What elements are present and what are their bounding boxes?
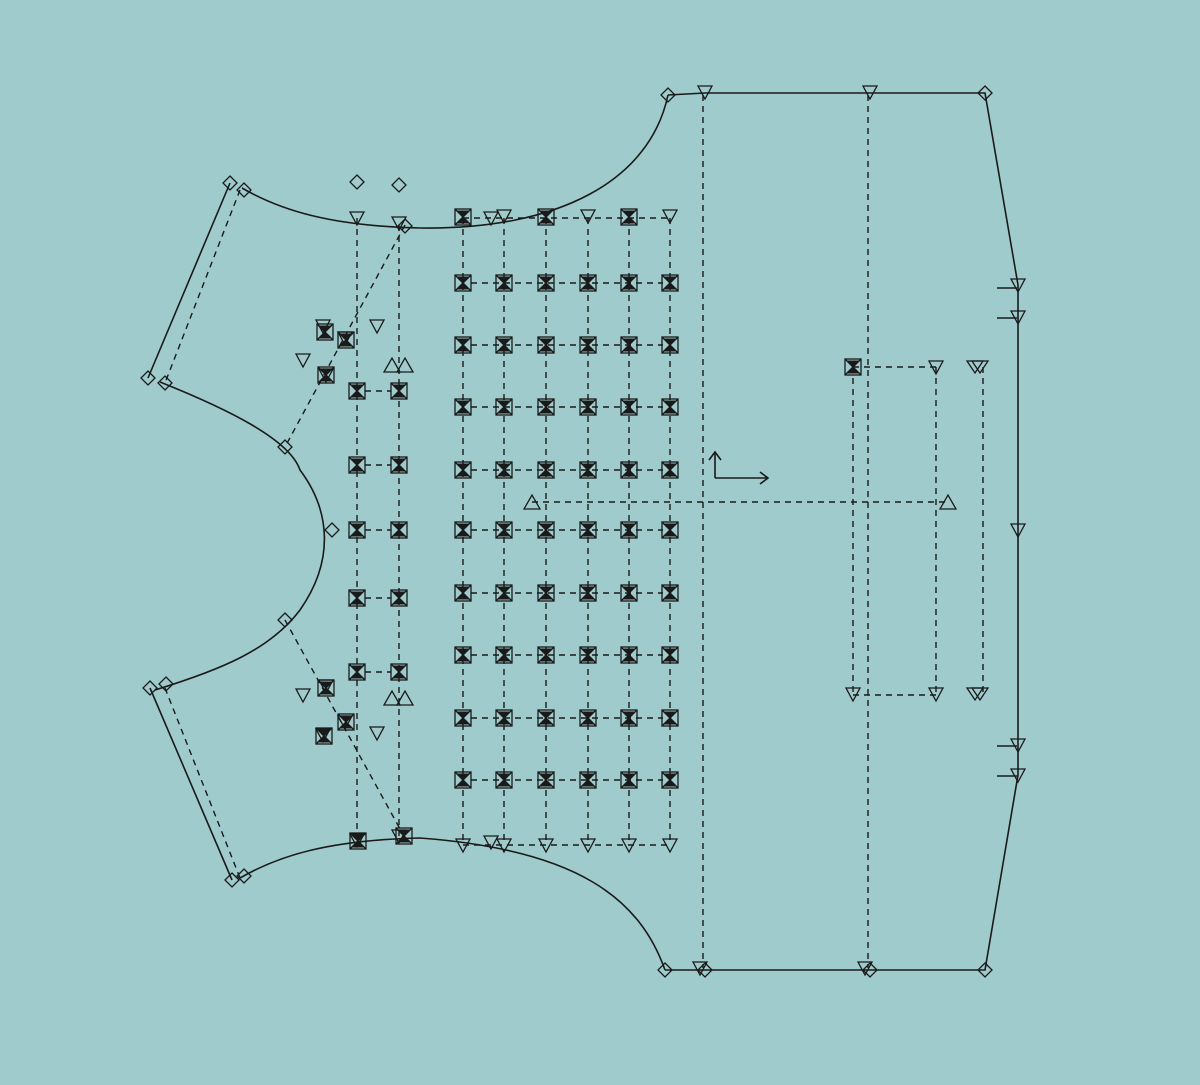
drill-hole[interactable] (454, 398, 472, 416)
drill-hole[interactable] (661, 709, 679, 727)
corner-point[interactable] (349, 174, 365, 190)
drill-hole[interactable] (454, 336, 472, 354)
drill-hole[interactable] (348, 456, 366, 474)
drill-hole[interactable] (454, 584, 472, 602)
corner-point[interactable] (324, 522, 340, 538)
drill-hole[interactable] (454, 208, 472, 226)
notch[interactable] (966, 687, 989, 701)
drill-hole[interactable] (661, 646, 679, 664)
drill-hole[interactable] (454, 771, 472, 789)
drill-hole[interactable] (390, 456, 408, 474)
drill-hole[interactable] (454, 274, 472, 292)
drill-hole[interactable] (454, 709, 472, 727)
drill-hole[interactable] (620, 771, 638, 789)
drill-hole[interactable] (620, 584, 638, 602)
drill-hole[interactable] (661, 274, 679, 292)
drill-hole[interactable] (348, 589, 366, 607)
drill-hole[interactable] (661, 461, 679, 479)
drill-hole[interactable] (620, 461, 638, 479)
notch[interactable] (966, 360, 989, 374)
drill-hole[interactable] (537, 208, 555, 226)
drill-hole[interactable] (348, 382, 366, 400)
drill-hole[interactable] (316, 323, 334, 341)
drill-hole[interactable] (620, 274, 638, 292)
point-markers (140, 85, 1026, 978)
notch[interactable] (369, 319, 385, 334)
drill-hole[interactable] (317, 679, 335, 697)
construction-lines (164, 95, 984, 968)
drill-hole[interactable] (620, 208, 638, 226)
drill-hole[interactable] (390, 589, 408, 607)
notch[interactable] (295, 353, 311, 368)
drill-hole[interactable] (390, 382, 408, 400)
axis-indicator (708, 450, 770, 485)
drill-hole[interactable] (620, 709, 638, 727)
drill-hole[interactable] (661, 584, 679, 602)
corner-point[interactable] (391, 177, 407, 193)
drill-hole[interactable] (390, 663, 408, 681)
drill-hole[interactable] (454, 646, 472, 664)
corner-point[interactable] (157, 375, 173, 391)
drill-hole[interactable] (315, 727, 333, 745)
drill-hole[interactable] (337, 331, 355, 349)
drill-hole[interactable] (454, 461, 472, 479)
drill-hole[interactable] (620, 398, 638, 416)
drill-hole[interactable] (348, 663, 366, 681)
drill-hole[interactable] (620, 521, 638, 539)
drill-hole[interactable] (390, 521, 408, 539)
drill-hole[interactable] (454, 521, 472, 539)
drill-hole[interactable] (661, 336, 679, 354)
notch[interactable] (295, 688, 311, 703)
notch[interactable] (369, 726, 385, 741)
drill-hole[interactable] (661, 771, 679, 789)
piece-outline (147, 92, 1019, 971)
drill-hole[interactable] (661, 521, 679, 539)
drill-hole[interactable] (661, 398, 679, 416)
drill-hole[interactable] (348, 521, 366, 539)
drill-hole[interactable] (337, 713, 355, 731)
drill-hole[interactable] (620, 336, 638, 354)
corner-point[interactable] (277, 439, 293, 455)
drill-hole[interactable] (317, 366, 335, 384)
drill-hole[interactable] (620, 646, 638, 664)
